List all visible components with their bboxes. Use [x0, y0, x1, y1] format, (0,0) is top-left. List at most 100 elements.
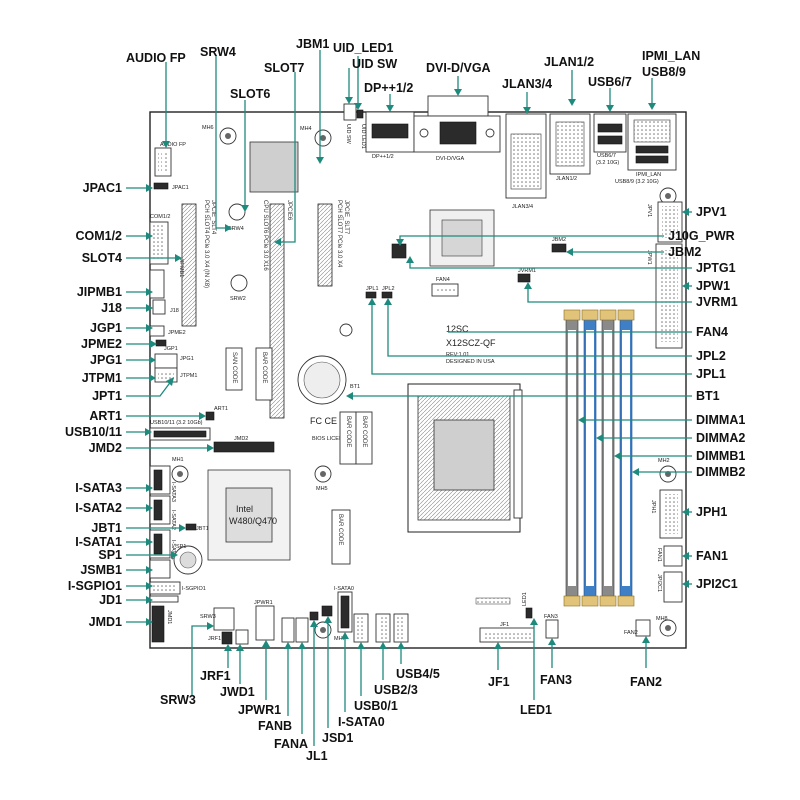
usb45-pins	[397, 617, 405, 639]
jlan12-silk: JLAN1/2	[556, 176, 577, 182]
usb1011-arrow	[145, 428, 152, 436]
dimma1-arrow	[578, 416, 585, 424]
bt1-arrow	[346, 392, 353, 400]
jpi2c1-arrow	[682, 580, 689, 588]
right-leaders	[346, 208, 692, 588]
bottom-leaders	[191, 616, 650, 746]
fana-arrow	[298, 642, 306, 649]
san-code-sticker	[225, 347, 243, 391]
label-jbm2: JBM2	[668, 245, 701, 259]
fan4-silk: FAN4	[436, 277, 450, 283]
dimmb1-inner	[604, 330, 612, 586]
dimma2-latch-bottom	[581, 595, 599, 607]
san-code-silk: SAN CODE	[231, 352, 237, 383]
label-jpw1: JPW1	[696, 279, 730, 293]
jpi2c1-header	[663, 571, 683, 603]
mh5-hole-center	[320, 471, 326, 477]
isata3-silk: I-SATA3	[170, 482, 176, 502]
mh7-silk: MH7	[334, 636, 346, 642]
jbm1-arrow	[316, 157, 324, 164]
audio-fp-arrow	[162, 141, 170, 148]
jbt1-arrow	[179, 524, 186, 532]
usb89-silk: USB8/9 (3.2 10G)	[615, 179, 659, 185]
label-uid-led1: UID_LED1	[333, 41, 393, 55]
bar-code-silk-4: BAR CODE	[337, 514, 343, 545]
pcie-slots: PCH SLOT4 PCIe 3.0 X4 (IN X8) JPCIE_SLT4…	[181, 200, 349, 419]
pch-chip	[225, 487, 273, 543]
jpme2-arrow	[150, 340, 157, 348]
label-jmd2: JMD2	[89, 441, 122, 455]
jipmb1-silk: JIPMB1	[178, 258, 184, 277]
jgp1-arrow	[146, 324, 153, 332]
usb67-arrow	[606, 105, 614, 112]
jpl1-leader	[371, 300, 692, 375]
jlan12-arrow	[568, 99, 576, 106]
label-jpl1: JPL1	[696, 367, 726, 381]
label-fana: FANA	[274, 737, 308, 751]
jpv1-arrow	[682, 208, 689, 216]
slot7b-silk: JPCIE_SLT7	[343, 200, 349, 235]
jbm2-part	[551, 243, 567, 253]
sp1-arrow	[171, 551, 178, 559]
label-jph1: JPH1	[696, 505, 727, 519]
usb23-arrow	[379, 642, 387, 649]
label-fanb: FANB	[258, 719, 292, 733]
srw2-screw	[230, 274, 248, 292]
jpl2-arrow	[384, 298, 392, 305]
label-jipmb1: JIPMB1	[77, 285, 122, 299]
label-dp: DP++1/2	[364, 81, 413, 95]
usb7-port	[597, 135, 623, 145]
cpu-socket-lever	[513, 389, 523, 519]
mh8-silk: MH8	[656, 616, 668, 622]
isata1-port	[153, 533, 163, 555]
cmos-battery-inner	[303, 361, 341, 399]
jwd1-arrow	[236, 644, 244, 651]
slot6-arrow	[241, 205, 249, 212]
art1-silk: ART1	[214, 406, 228, 412]
usb01-arrow	[357, 642, 365, 649]
slot6b-silk: JPCIE6	[286, 200, 292, 221]
art1-arrow	[199, 412, 206, 420]
dimm-slots	[563, 309, 635, 607]
dvi-top	[427, 95, 489, 117]
com12-arrow	[146, 232, 153, 240]
jlan34-ports	[510, 133, 542, 190]
jd1-header	[149, 595, 179, 603]
jbm2-silk: JBM2	[552, 237, 566, 243]
jbm2-arrow	[566, 248, 573, 256]
jvrm1-silk: JVRM1	[518, 268, 536, 274]
right-labels: JPV1 J10G_PWR JBM2 JPTG1 JPW1 JVRM1 FAN4…	[668, 205, 745, 591]
label-srw3: SRW3	[160, 693, 196, 707]
audio-fp-pins-2	[164, 152, 168, 172]
dimmb2-arrow	[632, 468, 639, 476]
jrf1-arrow	[224, 644, 232, 651]
label-jmd1: JMD1	[89, 615, 122, 629]
misc-parts: SRW4 SRW2 SAN CODE BAR CODE Intel W480/Q…	[207, 141, 373, 565]
jph1-arrow	[682, 508, 689, 516]
label-fan2: FAN2	[630, 675, 662, 689]
usb67-speed-silk: (3.2 10G)	[596, 160, 619, 166]
board-model-prefix: 12SC	[446, 324, 469, 334]
fan3-silk: FAN3	[544, 614, 558, 620]
isata1-silk: I-SATA1	[170, 540, 176, 560]
dimmb2-inner	[622, 330, 630, 586]
dvi-silk: DVI-D/VGA	[436, 156, 464, 162]
fan2-header	[635, 619, 651, 637]
dimmb2-latch-top	[617, 309, 635, 321]
label-jsmb1: JSMB1	[80, 563, 122, 577]
label-dimma2: DIMMA2	[696, 431, 745, 445]
jpac1-silk: JPAC1	[172, 185, 189, 191]
isata0-silk: I-SATA0	[334, 586, 354, 592]
isata3-arrow	[146, 484, 153, 492]
label-usb67: USB6/7	[588, 75, 632, 89]
fan4-pins	[435, 287, 455, 293]
cpu-socket: 12SC X12SCZ-QF REV:1.01 DESIGNED IN USA	[407, 209, 523, 533]
jrf1-silk: JRF1	[208, 636, 221, 642]
bar-code-silk-1: BAR CODE	[261, 352, 267, 383]
dvi-port	[439, 121, 477, 145]
label-isata1: I-SATA1	[75, 535, 122, 549]
isata2-arrow	[146, 504, 153, 512]
dvi-arrow	[454, 89, 462, 96]
jpg1-arrow	[149, 356, 156, 364]
jrf1-jumper	[221, 631, 233, 645]
